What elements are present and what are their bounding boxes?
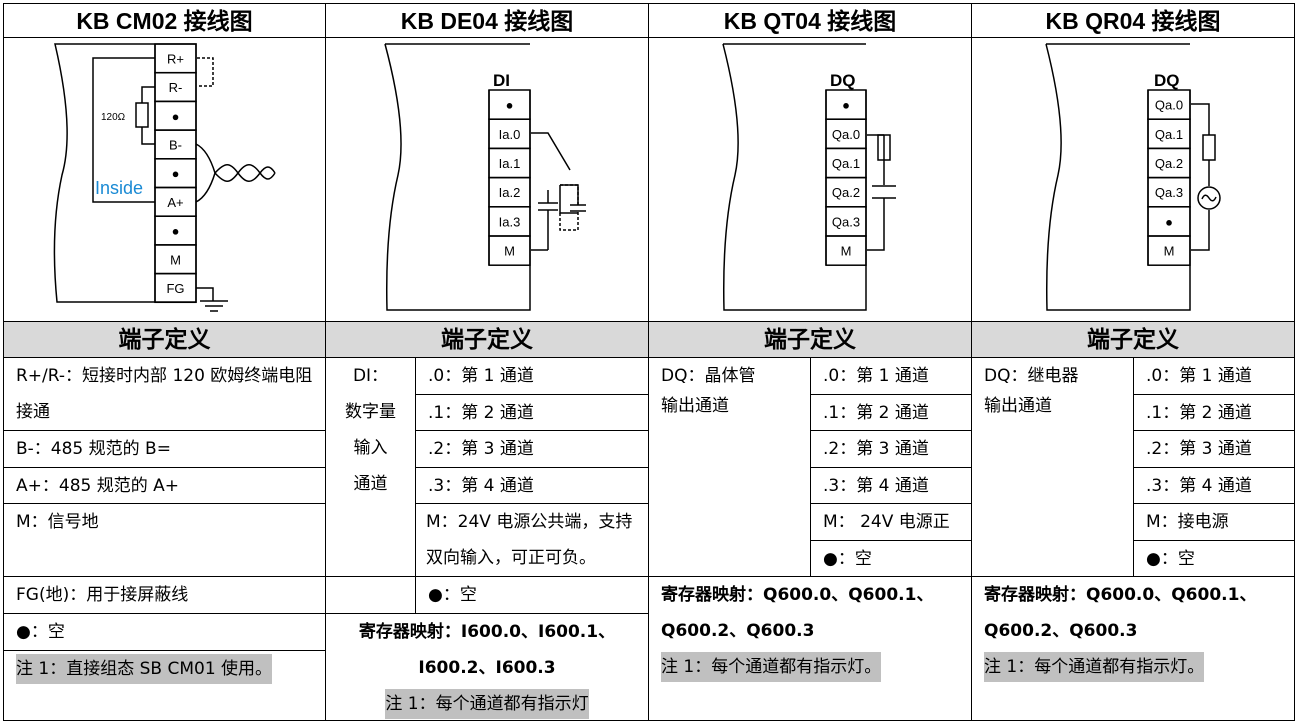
inside-wire — [92, 57, 155, 203]
terminal — [488, 235, 531, 266]
terminal — [1147, 235, 1191, 266]
terminal-label: Ia.0 — [499, 127, 521, 142]
terminal-label: Qa.3 — [1155, 185, 1183, 200]
terminal-label: Qa.0 — [1155, 98, 1183, 113]
qt04-diagram: DQ ● Qa.0Qa.1Qa.2Qa.3M — [722, 43, 896, 311]
note: 注 1：每个通道都有指示灯。 — [661, 652, 882, 682]
section-terminal-definition: 端子定义 — [325, 321, 649, 358]
note: 注 1：直接组态 SB CM01 使用。 — [16, 654, 273, 684]
label-line: DQ：晶体管 — [661, 366, 756, 386]
terminal-label: Ia.2 — [499, 185, 521, 200]
group-label: DQ — [1154, 71, 1180, 90]
load-supply-icon — [867, 134, 896, 251]
jumper-dashed — [197, 57, 214, 87]
terminal-label: Qa.0 — [832, 127, 860, 142]
terminal-label: Qa.2 — [832, 185, 860, 200]
module-body — [53, 43, 197, 303]
load-icon — [1202, 134, 1216, 161]
group-label: DI — [493, 71, 510, 90]
definition-row: R+/R-：短接时内部 120 欧姆终端电阻接通 — [3, 357, 326, 431]
terminal-label: ● — [172, 109, 180, 124]
terminal-label: ● — [842, 98, 850, 113]
terminal-label: R- — [169, 80, 183, 95]
terminal-label: M — [170, 252, 181, 267]
register-line: 寄存器映射：Q600.0、Q600.1、 — [661, 585, 934, 605]
terminal — [825, 235, 867, 266]
ground-icon — [196, 287, 228, 312]
terminal-label: Qa.1 — [1155, 127, 1183, 142]
register-line: I600.2、I600.3 — [418, 658, 556, 678]
terminal-label: R+ — [167, 51, 184, 66]
register-line: 寄存器映射：I600.0、I600.1、 — [358, 622, 616, 642]
label-line: 输出通道 — [661, 396, 729, 416]
terminal-label: FG — [166, 281, 184, 296]
register-line: Q600.2、Q600.3 — [661, 621, 815, 641]
terminal-label: Qa.2 — [1155, 156, 1183, 171]
terminal-label: M — [1164, 244, 1175, 259]
twisted-pair-icon — [195, 143, 276, 203]
label-line: 通道 — [353, 474, 388, 494]
terminal-label: Qa.3 — [832, 214, 860, 229]
ac-source-icon — [1197, 186, 1221, 210]
register-line: Q600.2、Q600.3 — [984, 621, 1138, 641]
resistor-label: 120Ω — [101, 112, 126, 123]
label-line: 输入 — [353, 438, 388, 458]
terminal-label: M — [841, 244, 852, 259]
terminal-label: Ia.1 — [499, 156, 521, 171]
section-terminal-definition: 端子定义 — [3, 321, 326, 358]
load-icon — [877, 134, 891, 161]
register-cell: 寄存器映射：I600.0、I600.1、 I600.2、I600.3 注 1：每… — [325, 613, 649, 721]
terminal-label: ● — [172, 224, 180, 239]
terminal-label: A+ — [167, 195, 183, 210]
label-line: 输出通道 — [984, 396, 1052, 416]
note-cell: 注 1：直接组态 SB CM01 使用。 — [3, 650, 326, 721]
label-line: DI： — [352, 366, 389, 386]
note: 注 1：每个通道都有指示灯。 — [984, 652, 1205, 682]
inside-label: Inside — [95, 178, 143, 198]
terminal-label: M — [504, 244, 515, 259]
terminal-label: ● — [506, 98, 514, 113]
group-label: DQ — [830, 71, 856, 90]
resistor-icon — [135, 102, 149, 128]
section-terminal-definition: 端子定义 — [971, 321, 1295, 358]
cm02-diagram: R+ R- ● B- ● A+ ● M FG 120Ω Inside — [53, 43, 276, 312]
register-cell: 寄存器映射：Q600.0、Q600.1、 Q600.2、Q600.3 注 1：每… — [971, 576, 1295, 721]
note: 注 1：每个通道都有指示灯 — [385, 689, 589, 719]
label-line: 数字量 — [345, 402, 396, 422]
terminal-label: ● — [1165, 214, 1173, 229]
header-kb-qt04: KB QT04 接线图 — [648, 3, 972, 38]
terminal-label: ● — [172, 166, 180, 181]
terminal-label: Qa.1 — [832, 156, 860, 171]
register-line: 寄存器映射：Q600.0、Q600.1、 — [984, 585, 1257, 605]
de04-diagram: DI ● Ia.0Ia.1Ia.2Ia.3M — [384, 43, 586, 311]
switch-supply-icon — [531, 132, 586, 251]
label-line: DQ：继电器 — [984, 366, 1079, 386]
terminal-label: Ia.3 — [499, 214, 521, 229]
qr04-diagram: DQ Qa.0Qa.1Qa.2Qa.3 ● M — [1045, 43, 1221, 311]
terminal-label: B- — [169, 137, 182, 152]
